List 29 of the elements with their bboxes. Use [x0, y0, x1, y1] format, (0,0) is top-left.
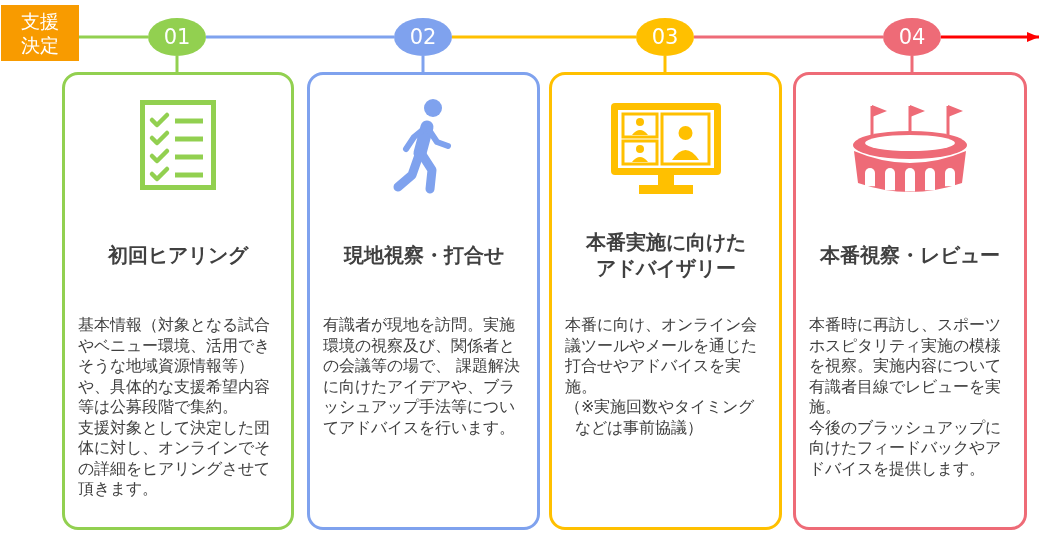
card-text: 基本情報（対象となる試合やベニュー環境、活用できそうな地域資源情報等）や、具体的な支援希望内容等は公募段階で集約。: [78, 315, 271, 418]
card-text: 本番に向け、オンライン会議ツールやメールを通じた打合せやアドバイスを実施。: [565, 315, 758, 397]
step-number-badge: 04: [883, 18, 941, 56]
step-card: [62, 72, 294, 530]
start-tag: 支援決定: [1, 5, 79, 61]
card-title: 初回ヒアリング: [108, 242, 248, 268]
card-text: 支援対象として決定した団体に対し、オンラインでその詳細をヒアリングさせて頂きます。: [78, 417, 271, 500]
step-number-badge: 01: [148, 18, 206, 56]
card-text: 本番時に再訪し、スポーツホスピタリティ実施の模様を視察。実施内容について有識者目線でレビューを実施。: [809, 315, 1002, 418]
connector-line: [175, 56, 179, 72]
card-text: 今後のブラッシュアップに向けたフィードバックやアドバイスを提供します。: [809, 417, 1002, 479]
connector-line: [79, 35, 148, 39]
card-title: 現地視察・打合せ: [343, 242, 504, 268]
card-text: 有識者が現地を訪問。実施環境の視察及び、関係者との会議等の場で、 課題解決に向けたアイデアや、ブラッシュアップ手法等についてアドバイスを行います。: [323, 315, 522, 438]
step-number-badge: 02: [394, 18, 452, 56]
step-number-badge: 03: [636, 18, 694, 56]
arrow: [941, 32, 1039, 42]
step-card: [549, 72, 782, 530]
card-text: （※実施回数やタイミングなどは事前協議）: [565, 397, 756, 438]
connector-line: [694, 35, 883, 39]
step-card: [307, 72, 540, 530]
connector-line: [663, 56, 667, 72]
card-title: 本番実施に向けたアドバイザリー: [584, 229, 747, 281]
step-card: [793, 72, 1027, 530]
connector-line: [452, 35, 636, 39]
card-title: 本番視察・レビュー: [820, 242, 1000, 268]
connector-line: [421, 56, 425, 72]
connector-line: [910, 56, 914, 72]
connector-line: [206, 35, 394, 39]
